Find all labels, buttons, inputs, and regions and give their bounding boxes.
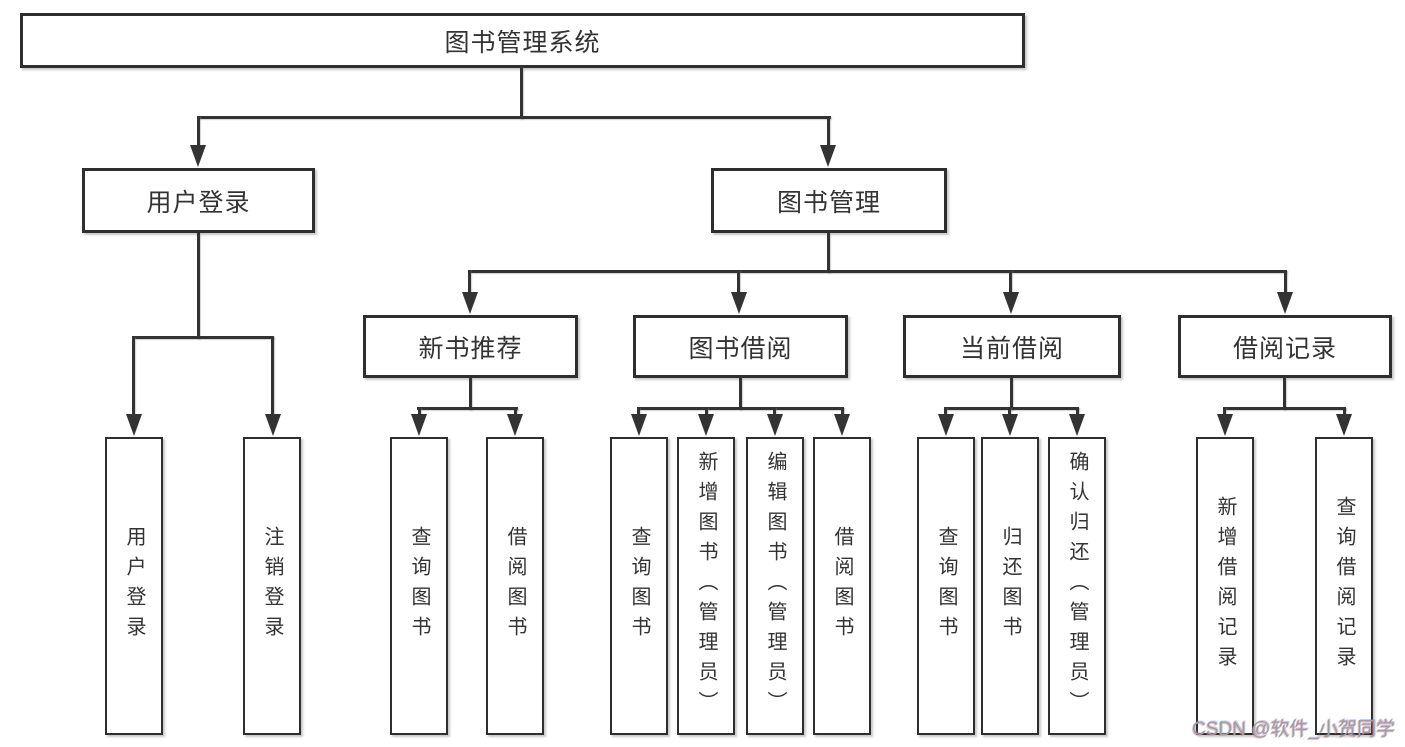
arrowhead-down-icon (462, 292, 478, 314)
connector-stub (1076, 407, 1079, 416)
arrowhead-down-icon (698, 414, 714, 436)
arrowhead-down-icon (834, 414, 850, 436)
leaf-label: 查询借阅记录 (1333, 496, 1355, 676)
connector-hline (417, 407, 518, 410)
connector-hline (1223, 407, 1346, 410)
connector-vline (520, 66, 523, 119)
arrowhead-down-icon (411, 414, 427, 436)
node-label: 图书借阅 (688, 334, 793, 363)
arrowhead-down-icon (507, 414, 523, 436)
connector-stub (514, 407, 517, 416)
node-label: 图书管理系统 (444, 28, 601, 57)
connector-stub (132, 336, 135, 415)
arrowhead-down-icon (731, 292, 747, 314)
leaf-label: 查询图书 (628, 526, 650, 646)
leaf-label: 归还图书 (999, 526, 1021, 646)
connector-vline (739, 378, 742, 410)
csdn-watermark: CSDN @软件_小贺同学 (1192, 719, 1395, 740)
leaf-return-books: 归还图书 (981, 437, 1039, 735)
node-user-login: 用户登录 (82, 168, 315, 233)
connector-stub (737, 270, 740, 293)
leaf-borrow-books-recommend: 借阅图书 (486, 437, 544, 735)
arrowhead-down-icon (1002, 414, 1018, 436)
node-label: 当前借阅 (959, 334, 1064, 363)
node-library-management-system: 图书管理系统 (20, 13, 1025, 68)
connector-stub (705, 407, 708, 416)
connector-stub (1008, 407, 1011, 416)
node-label: 图书管理 (776, 188, 881, 217)
node-label: 新书推荐 (418, 334, 523, 363)
connector-vline (1283, 378, 1286, 410)
leaf-logout: 注销登录 (243, 437, 301, 735)
node-label: 借阅记录 (1232, 334, 1337, 363)
leaf-add-borrow-record: 新增借阅记录 (1196, 437, 1254, 735)
connector-stub (1223, 407, 1226, 416)
leaf-label: 新增借阅记录 (1214, 496, 1236, 676)
leaf-label: 查询图书 (408, 526, 430, 646)
connector-stub (944, 407, 947, 416)
arrowhead-down-icon (1277, 292, 1293, 314)
arrowhead-down-icon (1069, 414, 1085, 436)
node-current-borrowing: 当前借阅 (903, 315, 1121, 378)
connector-vline (469, 378, 472, 410)
leaf-label: 用户登录 (123, 526, 145, 646)
connector-vline (1010, 378, 1013, 410)
connector-stub (773, 407, 776, 416)
connector-hline (637, 407, 844, 410)
leaf-label: 查询图书 (935, 526, 957, 646)
connector-vline (827, 233, 830, 273)
leaf-query-books-recommend: 查询图书 (390, 437, 448, 735)
arrowhead-down-icon (1217, 414, 1233, 436)
arrowhead-down-icon (767, 414, 783, 436)
node-book-borrowing: 图书借阅 (633, 315, 848, 378)
leaf-user-login: 用户登录 (105, 437, 163, 735)
arrowhead-down-icon (265, 414, 281, 436)
leaf-borrow-books: 借阅图书 (813, 437, 871, 735)
arrowhead-down-icon (1003, 292, 1019, 314)
arrowhead-down-icon (938, 414, 954, 436)
leaf-add-books-admin: 新增图书（管理员） (677, 437, 735, 735)
leaf-query-books-borrow: 查询图书 (610, 437, 668, 735)
arrowhead-down-icon (190, 145, 206, 167)
connector-stub (1009, 270, 1012, 293)
connector-stub (1284, 270, 1287, 293)
arrowhead-down-icon (126, 414, 142, 436)
leaf-label: 注销登录 (261, 526, 283, 646)
leaf-label: 编辑图书（管理员） (764, 451, 786, 721)
connector-hline (944, 407, 1079, 410)
connector-vline (197, 233, 200, 339)
connector-stub (271, 336, 274, 415)
connector-stub (418, 407, 421, 416)
leaf-label: 借阅图书 (504, 526, 526, 646)
connector-hline (132, 336, 274, 339)
connector-hline (197, 116, 831, 119)
leaf-query-books-current: 查询图书 (917, 437, 975, 735)
connector-hline (468, 270, 1287, 273)
leaf-query-borrow-record: 查询借阅记录 (1315, 437, 1373, 735)
connector-stub (827, 116, 830, 146)
arrowhead-down-icon (631, 414, 647, 436)
arrowhead-down-icon (1336, 414, 1352, 436)
node-borrowing-records: 借阅记录 (1178, 315, 1392, 378)
leaf-label: 借阅图书 (831, 526, 853, 646)
connector-stub (468, 270, 471, 293)
arrowhead-down-icon (820, 145, 836, 167)
leaf-label: 新增图书（管理员） (695, 451, 717, 721)
node-label: 用户登录 (146, 188, 251, 217)
connector-stub (637, 407, 640, 416)
node-book-management: 图书管理 (711, 168, 947, 233)
node-new-book-recommendation: 新书推荐 (363, 315, 578, 378)
leaf-confirm-return-admin: 确认归还（管理员） (1048, 437, 1106, 735)
connector-stub (1343, 407, 1346, 416)
leaf-edit-books-admin: 编辑图书（管理员） (746, 437, 804, 735)
leaf-label: 确认归还（管理员） (1066, 451, 1088, 721)
connector-stub (841, 407, 844, 416)
connector-stub (197, 116, 200, 146)
